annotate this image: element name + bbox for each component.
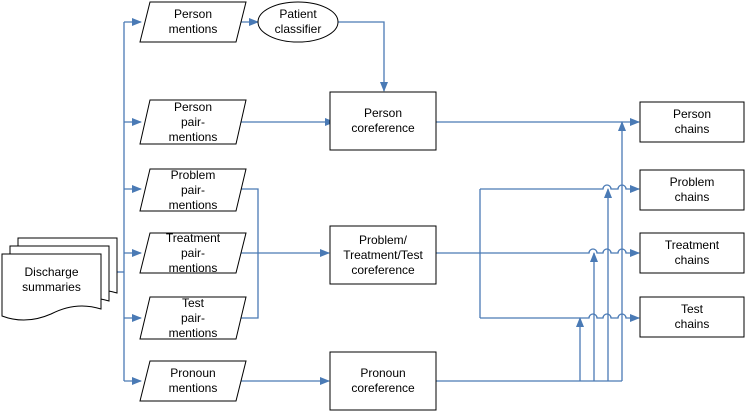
problem-pairmentions-shape <box>139 168 247 212</box>
treatment-pairmentions-shape <box>139 232 247 274</box>
pronoun-mentions-shape <box>139 360 247 402</box>
ptt-coreference-label: Problem/ Treatment/Test coreference <box>343 232 423 277</box>
person-mentions-label: Person mentions <box>168 7 218 36</box>
problem-chains-shape <box>639 169 745 211</box>
person-coreference-shape <box>329 91 437 151</box>
discharge-summaries-label: Discharge summaries <box>22 265 81 294</box>
person-pairmentions-label: Person pair- mentions <box>168 99 218 144</box>
treatment-pairmentions-label: Treatment pair- mentions <box>165 230 221 275</box>
patient-classifier-label: Patient classifier <box>274 7 322 36</box>
person-chains-shape <box>639 101 745 143</box>
patient-classifier-shape <box>257 1 339 43</box>
treatment-chains-label: Treatment chains <box>664 238 720 267</box>
document-shape <box>1 253 102 321</box>
person-pairmentions-shape <box>139 99 247 145</box>
problem-chains-label: Problem chains <box>669 175 715 204</box>
test-pairmentions-shape <box>139 296 247 340</box>
ptt-coreference-shape <box>329 225 437 285</box>
person-coreference-label: Person coreference <box>351 106 415 135</box>
test-chains-shape <box>639 296 745 338</box>
person-mentions-shape <box>139 1 247 43</box>
pronoun-coreference-shape <box>329 351 437 411</box>
pronoun-coreference-label: Pronoun coreference <box>351 366 415 395</box>
problem-pairmentions-label: Problem pair- mentions <box>168 167 218 212</box>
edge-problem-chains <box>480 184 640 193</box>
pronoun-mentions-label: Pronoun mentions <box>168 366 218 395</box>
edge-treatment-chains <box>480 248 640 257</box>
test-pairmentions-label: Test pair- mentions <box>168 295 218 340</box>
edge-test-chains <box>480 313 640 322</box>
person-chains-label: Person chains <box>672 107 712 136</box>
treatment-chains-shape <box>639 232 745 274</box>
test-chains-label: Test chains <box>674 302 710 331</box>
edge-classifier-person-coref <box>338 21 388 92</box>
